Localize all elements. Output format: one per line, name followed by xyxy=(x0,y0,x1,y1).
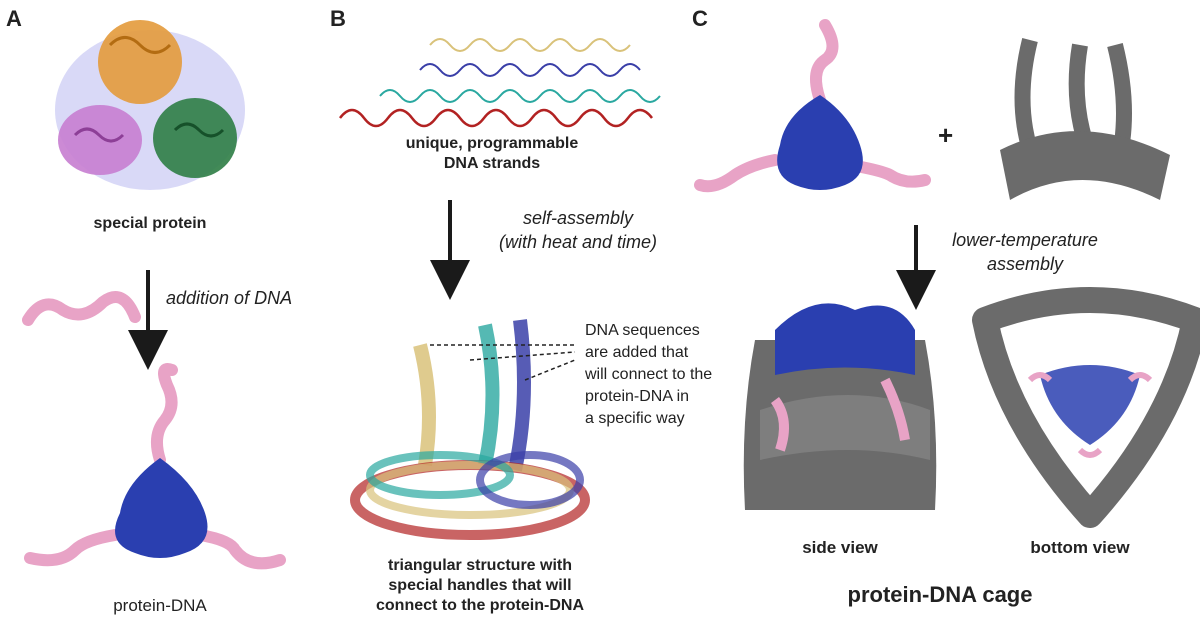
lower-temp-caption-line2: assembly xyxy=(986,254,1064,274)
panel-a-letter: A xyxy=(6,6,22,31)
triangular-caption-line2: special handles that will xyxy=(388,577,572,594)
dna-strands-caption: unique, programmable DNA strands xyxy=(372,134,612,174)
bottom-view-cage xyxy=(972,287,1200,528)
protein-dna-cage-label: protein-DNA cage xyxy=(847,582,1033,607)
side-view-cage xyxy=(743,303,937,510)
bottom-view-label: bottom view xyxy=(1030,538,1130,557)
triangular-dna-structure xyxy=(350,319,590,540)
lower-temp-caption: lower-temperature assembly xyxy=(930,228,1120,276)
protein-dna-label: protein-DNA xyxy=(113,596,207,615)
addition-of-dna-label: addition of DNA xyxy=(166,288,293,308)
triangular-caption-line3: connect to the protein-DNA xyxy=(376,597,584,614)
dna-strands-illustration xyxy=(339,38,661,128)
special-protein-illustration xyxy=(55,20,245,190)
dna-strands-caption-line1: unique, programmable xyxy=(405,135,579,152)
annotation-line-2: are added that xyxy=(585,344,689,361)
panel-c-protein-dna xyxy=(694,19,931,193)
triangular-caption-line1: triangular structure with xyxy=(387,557,573,574)
panel-b-letter: B xyxy=(330,6,346,31)
lower-temp-caption-line1: lower-temperature xyxy=(952,230,1098,250)
panel-c-dna-structure xyxy=(1000,38,1170,200)
annotation-line-4: protein-DNA in xyxy=(585,388,690,405)
annotation-line-3: will connect to the xyxy=(585,366,713,383)
panel-c-letter: C xyxy=(692,6,708,31)
self-assembly-caption-line2: (with heat and time) xyxy=(498,232,658,252)
annotation-leader-lines xyxy=(430,344,576,381)
triangular-structure-caption: triangular structure with special handle… xyxy=(340,556,620,616)
annotation-line-1: DNA sequences xyxy=(585,322,700,339)
protein-dna-illustration xyxy=(24,363,286,570)
dna-strands-caption-line2: DNA strands xyxy=(443,155,541,172)
self-assembly-caption: self-assembly (with heat and time) xyxy=(478,206,678,254)
self-assembly-caption-line1: self-assembly xyxy=(522,208,634,228)
dna-sequences-annotation: DNA sequences are added that will connec… xyxy=(585,320,735,430)
plus-sign: + xyxy=(938,120,954,150)
annotation-line-5: a specific way xyxy=(585,410,685,427)
free-dna-strand xyxy=(22,291,141,326)
special-protein-label: special protein xyxy=(93,215,207,232)
side-view-label: side view xyxy=(802,538,878,557)
